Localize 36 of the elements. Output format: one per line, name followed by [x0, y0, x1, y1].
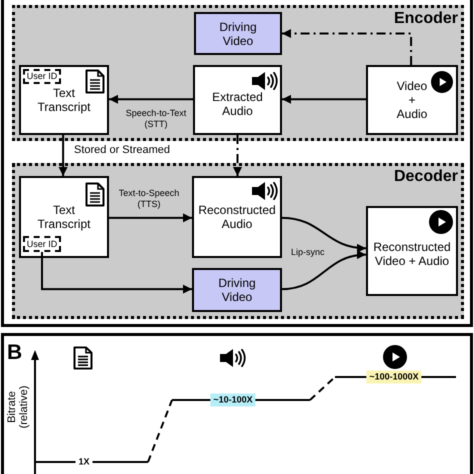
- node-label: Reconstructed Video + Audio: [372, 240, 452, 268]
- process-box: [192, 268, 282, 312]
- node-label: Extracted Audio: [211, 90, 264, 118]
- dashed-tag: User ID: [23, 236, 61, 252]
- node-label: Text Transcript: [36, 86, 92, 114]
- dotted-group-box: [12, 163, 464, 319]
- axis-title: Bitrate (relative): [6, 384, 30, 430]
- process-box: [194, 12, 282, 55]
- dashed-tag: User ID: [23, 69, 61, 84]
- node-label: Driving Video: [218, 20, 258, 48]
- panel-letter: B: [7, 342, 22, 363]
- value-label: ~100-1000X: [366, 370, 422, 384]
- process-box: [193, 65, 282, 135]
- arrow: [109, 94, 193, 104]
- process-box: [19, 176, 109, 258]
- node-label: Video + Audio: [396, 79, 428, 121]
- group-title: Decoder: [394, 167, 458, 187]
- value-label: ~10-100X: [210, 394, 256, 406]
- process-box: [19, 65, 109, 135]
- arrow: [233, 135, 242, 176]
- node-label: Reconstructed Audio: [197, 203, 277, 231]
- arrow: [282, 94, 366, 104]
- process-box: [192, 176, 282, 258]
- node-label: Text Transcript: [36, 203, 92, 231]
- edge-label: Lip-sync: [290, 247, 326, 258]
- arrow: [58, 135, 68, 176]
- group-title: Encoder: [394, 9, 458, 29]
- arrow: [282, 29, 412, 65]
- process-box: [366, 65, 458, 135]
- arrow: [282, 216, 366, 252]
- arrow: [41, 252, 192, 294]
- process-box: [366, 206, 458, 296]
- node-label: Driving Video: [217, 276, 257, 304]
- arrow: [282, 250, 366, 290]
- arrow: [109, 213, 192, 222]
- dotted-group-box: [12, 5, 464, 141]
